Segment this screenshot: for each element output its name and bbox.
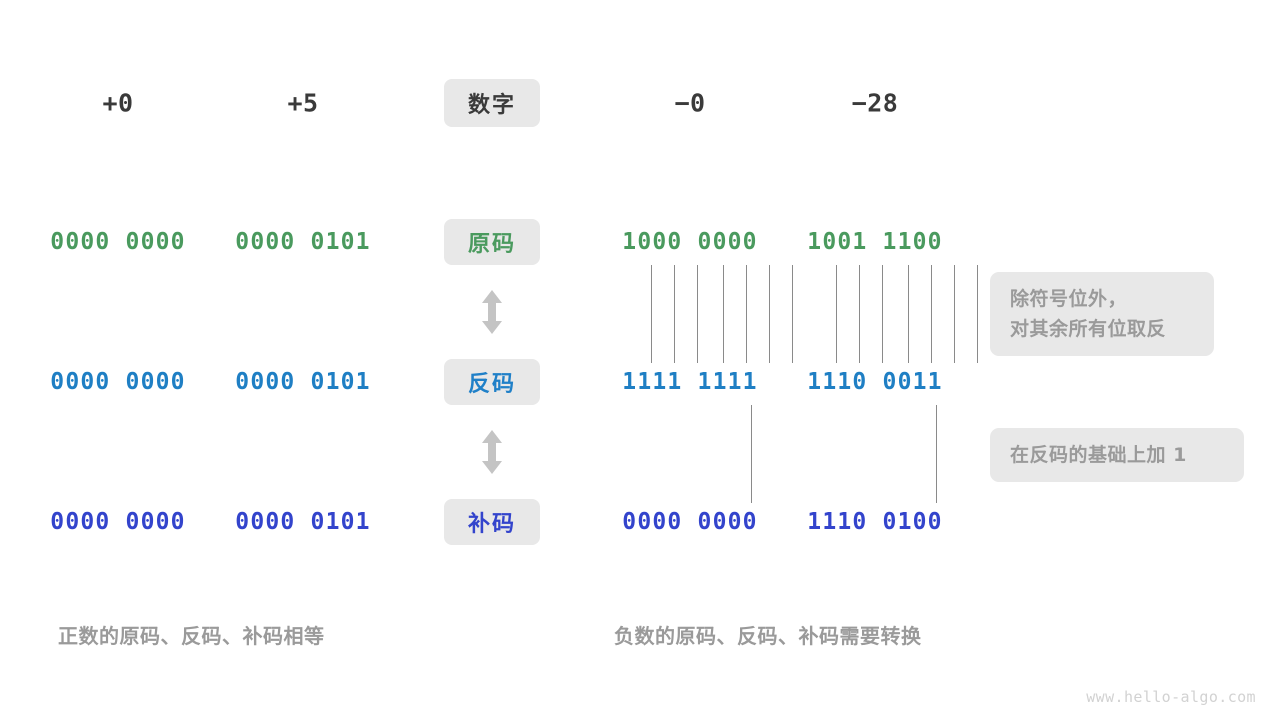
value-ones-complement-neg-28: 1110 0011 bbox=[807, 369, 943, 395]
value-twos-complement-pos-five: 0000 0101 bbox=[235, 509, 371, 535]
row-header-label-number: 数字 bbox=[444, 79, 540, 127]
column-header-pos-five: +5 bbox=[287, 88, 319, 118]
row-label-ones-complement: 反码 bbox=[444, 359, 540, 405]
value-ones-complement-pos-zero: 0000 0000 bbox=[50, 369, 186, 395]
connector-line bbox=[769, 265, 770, 363]
connector-line bbox=[859, 265, 860, 363]
column-header-neg-zero: −0 bbox=[674, 88, 706, 118]
value-twos-complement-neg-28: 1110 0100 bbox=[807, 509, 943, 535]
connector-line bbox=[836, 265, 837, 363]
connector-line bbox=[931, 265, 932, 363]
column-header-pos-zero: +0 bbox=[102, 88, 134, 118]
caption-negative: 负数的原码、反码、补码需要转换 bbox=[614, 624, 922, 648]
connector-line bbox=[792, 265, 793, 363]
connector-line bbox=[746, 265, 747, 363]
value-ones-complement-pos-five: 0000 0101 bbox=[235, 369, 371, 395]
column-header-neg-28: −28 bbox=[851, 88, 899, 118]
connector-line bbox=[936, 405, 937, 503]
note-invert-bits: 除符号位外， 对其余所有位取反 bbox=[990, 272, 1214, 356]
double-arrow-vertical-icon bbox=[479, 429, 505, 475]
connector-line bbox=[674, 265, 675, 363]
note-invert-line-2: 对其余所有位取反 bbox=[1010, 318, 1167, 340]
connector-line bbox=[723, 265, 724, 363]
connector-line bbox=[751, 405, 752, 503]
row-label-twos-complement: 补码 bbox=[444, 499, 540, 545]
connector-line bbox=[908, 265, 909, 363]
connector-line bbox=[697, 265, 698, 363]
connector-line bbox=[954, 265, 955, 363]
double-arrow-vertical-icon bbox=[479, 289, 505, 335]
value-twos-complement-pos-zero: 0000 0000 bbox=[50, 509, 186, 535]
note-invert-line-1: 除符号位外， bbox=[1010, 288, 1128, 310]
caption-positive: 正数的原码、反码、补码相等 bbox=[58, 624, 325, 648]
connector-line bbox=[882, 265, 883, 363]
watermark: www.hello-algo.com bbox=[1086, 688, 1256, 706]
value-true-form-neg-28: 1001 1100 bbox=[807, 229, 943, 255]
note-add-one: 在反码的基础上加 1 bbox=[990, 428, 1244, 482]
value-twos-complement-neg-zero: 0000 0000 bbox=[622, 509, 758, 535]
value-ones-complement-neg-zero: 1111 1111 bbox=[622, 369, 758, 395]
value-true-form-neg-zero: 1000 0000 bbox=[622, 229, 758, 255]
value-true-form-pos-five: 0000 0101 bbox=[235, 229, 371, 255]
connector-line bbox=[651, 265, 652, 363]
value-true-form-pos-zero: 0000 0000 bbox=[50, 229, 186, 255]
row-label-true-form: 原码 bbox=[444, 219, 540, 265]
note-add-one-line-1: 在反码的基础上加 1 bbox=[1010, 444, 1187, 466]
connector-line bbox=[977, 265, 978, 363]
